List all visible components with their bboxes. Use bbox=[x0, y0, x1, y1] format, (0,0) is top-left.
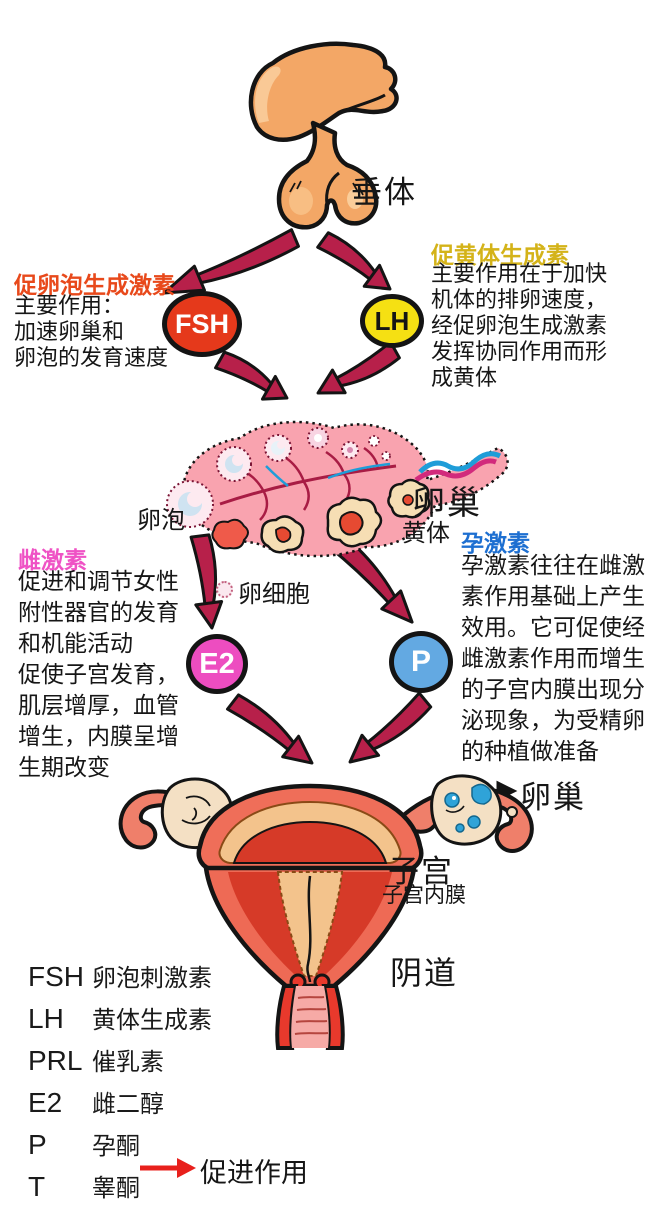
fsh-badge-label: FSH bbox=[175, 308, 229, 339]
fsh-desc-line: 卵泡的发育速度 bbox=[14, 345, 169, 370]
legend-abbr: T bbox=[28, 1171, 46, 1202]
fsh-title: 促卵泡生成激素 bbox=[14, 272, 175, 298]
e2-badge-label: E2 bbox=[199, 647, 235, 680]
legend-abbr: LH bbox=[28, 1003, 64, 1034]
estrogen-desc-line: 和机能活动 bbox=[18, 630, 133, 656]
lh-desc-line: 成黄体 bbox=[431, 365, 498, 390]
arrow-lh-to-ovary bbox=[310, 337, 403, 406]
legend-row: FSH 卵泡刺激素 bbox=[28, 958, 212, 993]
pituitary-label: 垂体 bbox=[351, 175, 417, 210]
progesterone-desc-line: 素作用基础上产生 bbox=[461, 583, 645, 609]
estrogen-desc-line: 促使子宫发育， bbox=[18, 661, 179, 687]
lh-desc-line: 发挥协同作用而形 bbox=[431, 339, 608, 364]
endometrium-label: 子宫内膜 bbox=[382, 884, 466, 907]
legend-abbr: P bbox=[28, 1129, 47, 1160]
ovary-illustration bbox=[166, 420, 509, 558]
estrogen-desc-line: 生期改变 bbox=[18, 754, 110, 780]
lh-badge: LH bbox=[360, 294, 424, 348]
arrow-pituitary-to-lh bbox=[313, 228, 400, 301]
p-badge: P bbox=[389, 631, 453, 693]
lh-badge-label: LH bbox=[374, 305, 410, 336]
egg-cell-icon bbox=[216, 581, 233, 598]
legend-name: 睾酮 bbox=[92, 1175, 140, 1202]
ovary-label: 卵巢 bbox=[412, 484, 482, 521]
progesterone-desc-line: 效用。它可促使经 bbox=[461, 614, 645, 640]
egg-cell-label: 卵细胞 bbox=[238, 581, 310, 608]
legend-name: 雌二醇 bbox=[92, 1091, 164, 1118]
uterus-ovary-label: 卵巢 bbox=[520, 780, 586, 815]
follicle-label: 卵泡 bbox=[137, 507, 185, 534]
progesterone-desc-line: 的种植做准备 bbox=[461, 738, 599, 764]
legend-row: LH 黄体生成素 bbox=[28, 1000, 212, 1035]
fsh-description: 主要作用： 加速卵巢和 卵泡的发育速度 bbox=[14, 293, 168, 371]
legend: FSH 卵泡刺激素 LH 黄体生成素 PRL 催乳素 E2 雌二醇 P 孕酮 T… bbox=[28, 958, 212, 1210]
progesterone-desc-line: 的子宫内膜出现分 bbox=[461, 676, 645, 702]
pituitary-illustration bbox=[248, 41, 399, 230]
legend-name: 孕酮 bbox=[92, 1133, 140, 1160]
legend-row: T 睾酮 bbox=[28, 1168, 212, 1203]
corpus-luteum-label: 黄体 bbox=[402, 520, 450, 547]
uterus-illustration bbox=[118, 774, 534, 1050]
legend-name: 催乳素 bbox=[92, 1049, 164, 1076]
legend-abbr: PRL bbox=[28, 1045, 83, 1076]
arrow-fsh-to-ovary bbox=[212, 347, 295, 411]
vagina-label: 阴道 bbox=[390, 955, 459, 991]
legend-row: PRL 催乳素 bbox=[28, 1042, 212, 1077]
progesterone-title: 孕激素 bbox=[461, 530, 530, 556]
promote-arrow-icon bbox=[140, 1158, 196, 1178]
legend-abbr: E2 bbox=[28, 1087, 63, 1118]
lh-title: 促黄体生成素 bbox=[431, 242, 569, 268]
lh-description: 主要作用在于加快 机体的排卵速度， 经促卵泡生成激素 发挥协同作用而形 成黄体 bbox=[431, 261, 607, 391]
estrogen-desc-line: 促进和调节女性 bbox=[18, 568, 179, 594]
progesterone-desc-line: 孕激素往往在雌激 bbox=[461, 552, 645, 578]
estrogen-description: 促进和调节女性 附性器官的发育 和机能活动 促使子宫发育， 肌层增厚，血管 增生… bbox=[18, 566, 179, 783]
e2-badge: E2 bbox=[186, 634, 248, 694]
lh-desc-line: 机体的排卵速度， bbox=[431, 287, 608, 312]
progesterone-desc-line: 雌激素作用而增生 bbox=[461, 645, 645, 671]
legend-name: 卵泡刺激素 bbox=[92, 965, 212, 992]
lh-desc-line: 主要作用在于加快 bbox=[431, 261, 608, 286]
fsh-badge: FSH bbox=[162, 291, 242, 357]
estrogen-desc-line: 附性器官的发育 bbox=[18, 599, 179, 625]
promote-arrow-label: 促进作用 bbox=[200, 1158, 308, 1188]
estrogen-desc-line: 肌层增厚，血管 bbox=[18, 692, 179, 718]
estrogen-desc-line: 增生，内膜呈增 bbox=[18, 723, 179, 749]
progesterone-description: 孕激素往往在雌激 素作用基础上产生 效用。它可促使经 雌激素作用而增生 的子宫内… bbox=[461, 550, 645, 767]
p-badge-label: P bbox=[410, 645, 431, 678]
estrogen-title: 雌激素 bbox=[18, 547, 87, 573]
legend-row: P 孕酮 bbox=[28, 1126, 212, 1161]
legend-row: E2 雌二醇 bbox=[28, 1084, 212, 1119]
uterus-label: 子宫 bbox=[388, 854, 454, 889]
legend-abbr: FSH bbox=[28, 961, 84, 992]
fsh-desc-line: 加速卵巢和 bbox=[14, 319, 125, 344]
lh-desc-line: 经促卵泡生成激素 bbox=[431, 313, 608, 338]
arrow-pituitary-to-fsh bbox=[159, 226, 300, 305]
legend-name: 黄体生成素 bbox=[92, 1007, 212, 1034]
progesterone-desc-line: 泌现象，为受精卵 bbox=[461, 707, 645, 733]
fsh-desc-line: 主要作用： bbox=[14, 293, 125, 318]
